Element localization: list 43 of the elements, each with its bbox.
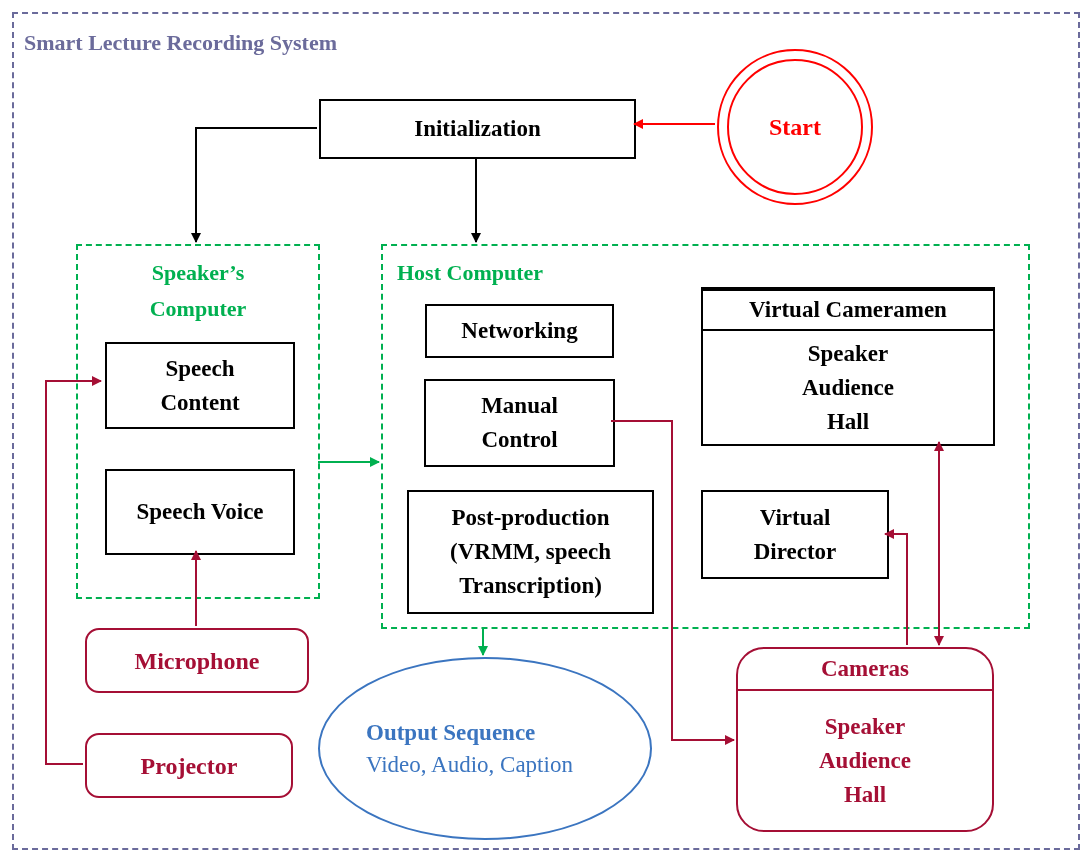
arrow [633,119,716,129]
device-box [85,733,293,798]
module-box [701,287,995,446]
box-header: Cameras [820,654,910,683]
process-label: Speech Content [159,354,241,417]
process-box [319,99,636,159]
output-list: Video, Audio, Caption [366,748,634,781]
process-label: Virtual Director [752,503,838,566]
output-title: Output Sequence [366,718,537,747]
box-body: Speaker Audience Hall [801,339,895,436]
process-box [425,304,614,358]
process-label: Manual Control [480,392,559,454]
device-box [85,628,309,693]
process-box [105,469,295,555]
group-title: Host Computer [397,260,544,285]
process-label: Speech Voice [136,498,264,526]
system-title: Smart Lecture Recording System [24,30,338,55]
process-box [105,342,295,429]
arrow [45,376,102,765]
arrow [471,156,481,243]
device-label: Projector [140,751,238,781]
arrow [191,127,318,243]
process-box [407,490,654,614]
group-title: Speaker’s Computer [149,260,247,321]
arrow [610,420,735,745]
process-label: Networking [461,317,578,345]
arrow [317,457,380,467]
camera-box [736,647,994,832]
arrow [478,626,488,656]
start-label: Start [769,113,821,142]
process-label: Post-production (VRMM, speech Transcription) [449,504,612,600]
device-label: Microphone [134,646,260,676]
arrow [934,441,944,646]
process-box [424,379,615,467]
system-boundary [12,12,1080,850]
group-box [381,244,1030,629]
group-box [76,244,320,599]
process-box [701,490,889,579]
box-body: Speaker Audience Hall [818,712,912,809]
arrow [884,529,908,646]
box-header: Virtual Cameramen [749,295,947,324]
arrow [191,550,201,627]
process-label: Initialization [414,115,541,143]
